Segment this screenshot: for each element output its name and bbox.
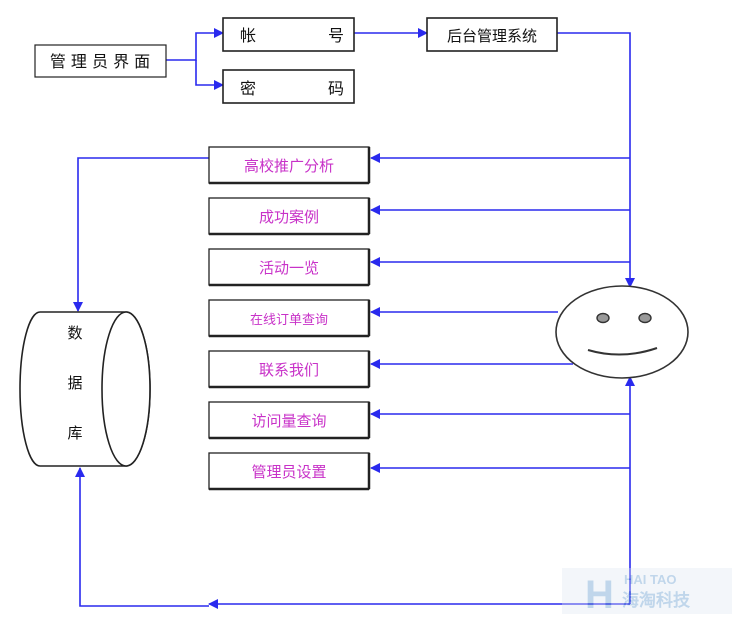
arrow-admin-to-account (166, 28, 224, 61)
module-label: 访问量查询 (251, 412, 326, 430)
account-label-right: 号 (328, 26, 344, 45)
connectors (73, 28, 635, 609)
database-char: 数 (67, 324, 82, 342)
account-label-left: 帐 (240, 26, 256, 45)
module-label: 成功案例 (259, 208, 319, 226)
arrow-backend-to-user (557, 32, 635, 288)
admin-interface-box: 管 理 员 界 面 (34, 44, 167, 78)
module-label: 高校推广分析 (244, 157, 334, 175)
module-box: 成功案例 (208, 197, 371, 236)
database-char: 据 (67, 374, 82, 392)
module-box: 访问量查询 (208, 401, 371, 440)
arrow-bottom-to-database (75, 467, 209, 607)
arrow-module-to-database (73, 157, 209, 312)
module-box: 联系我们 (208, 350, 371, 389)
module-label: 活动一览 (259, 259, 319, 277)
module-box: 高校推广分析 (208, 146, 371, 185)
module-boxes: 高校推广分析 成功案例 活动一览 在线订单查询 联系我们 (208, 146, 371, 491)
module-label: 在线订单查询 (250, 313, 328, 328)
backend-system-box: 后台管理系统 (426, 17, 558, 52)
arrow-admin-to-password (195, 60, 224, 90)
watermark-cjk: 海淘科技 (622, 590, 691, 611)
module-box: 活动一览 (208, 248, 371, 287)
watermark-latin: HAI TAO (624, 572, 676, 587)
account-box: 帐 号 (222, 17, 355, 52)
backend-system-label: 后台管理系统 (447, 27, 537, 45)
database-char: 库 (67, 424, 82, 442)
module-box: 在线订单查询 (208, 299, 371, 338)
module-label: 管理员设置 (251, 463, 326, 481)
database-cylinder: 数 据 库 (19, 311, 151, 467)
password-box: 密 码 (222, 69, 355, 104)
watermark-logo: H HAI TAO 海淘科技 (562, 568, 732, 617)
user-smiley-icon (555, 285, 689, 379)
password-label-left: 密 (240, 79, 256, 98)
module-label: 联系我们 (259, 361, 319, 379)
password-label-right: 码 (328, 79, 344, 98)
module-box: 管理员设置 (208, 452, 371, 491)
admin-interface-label: 管 理 员 界 面 (50, 52, 150, 71)
watermark-logo-letter: H (585, 573, 614, 617)
